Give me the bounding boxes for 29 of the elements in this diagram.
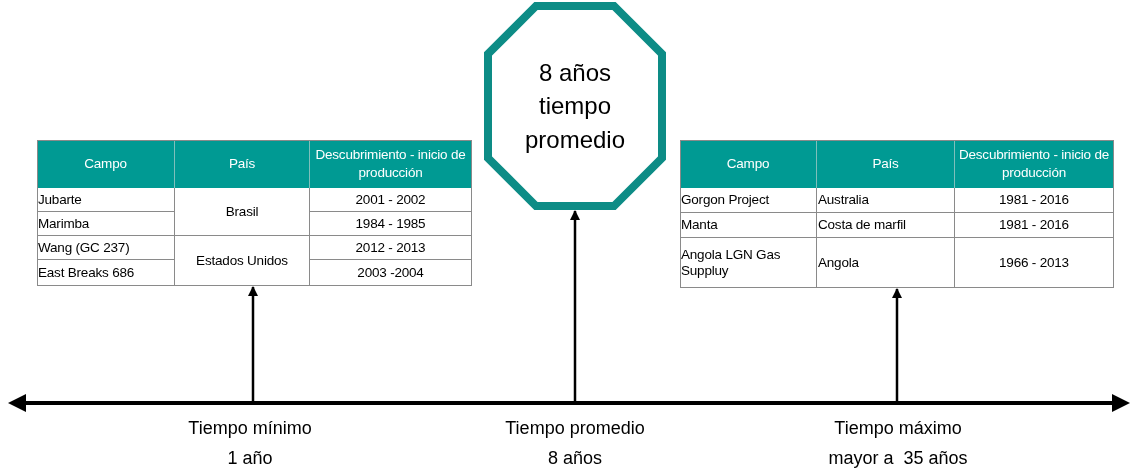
header-cell: País (817, 140, 955, 188)
table-cell: Marimba (37, 212, 175, 236)
header-cell: Descubrimiento - inicio de producción (955, 140, 1114, 188)
timeline-label: 1 año (227, 447, 273, 470)
table-cell: Jubarte (37, 188, 175, 212)
timeline-label: Tiempo máximo (834, 417, 962, 440)
arrow (892, 288, 902, 401)
table-cell: Brasil (175, 188, 310, 236)
data-table (680, 140, 1114, 288)
header-cell: Campo (680, 140, 817, 188)
timeline-label: 8 años (548, 447, 602, 470)
arrow (570, 210, 580, 401)
timeline-label: Tiempo mínimo (188, 417, 312, 440)
table-cell: Wang (GC 237) (37, 236, 175, 260)
header-cell: País (175, 140, 310, 188)
table-cell: Angola (817, 238, 955, 288)
table-cell: Angola LGN Gas Suppluy (680, 238, 817, 288)
table-cell: East Breaks 686 (37, 260, 175, 286)
table-cell: Gorgon Project (680, 188, 817, 213)
table-cell: Costa de marfil (817, 213, 955, 238)
timeline-label: Tiempo promedio (505, 417, 645, 440)
arrow (248, 286, 258, 401)
header-cell: Campo (37, 140, 175, 188)
timeline-label: mayor a 35 años (828, 447, 968, 470)
octagon-text: 8 años tiempo promedio (523, 57, 627, 155)
table-cell: Manta (680, 213, 817, 238)
data-table (37, 140, 472, 286)
table-cell: Australia (817, 188, 955, 213)
header-cell: Descubrimiento - inicio de producción (310, 140, 472, 188)
